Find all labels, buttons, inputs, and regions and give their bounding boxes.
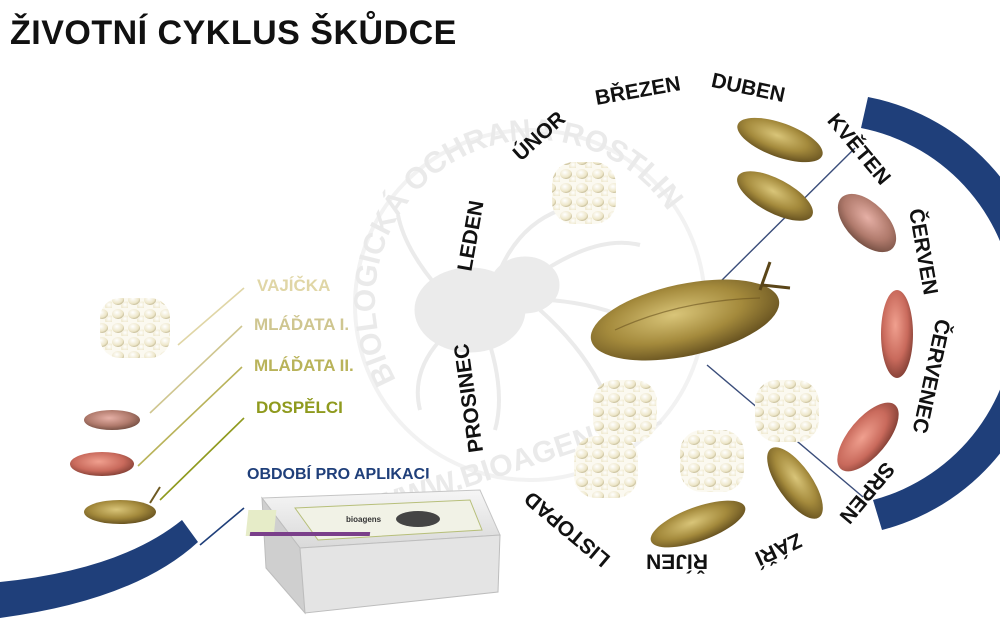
month-label-3: BŘEZEN (593, 71, 682, 110)
product-box: bioagens (245, 489, 501, 615)
legend-label-eggs: VAJÍČKA (257, 276, 331, 295)
adult-slug-may-2 (737, 171, 813, 221)
month-label-12: PROSINEC (450, 342, 488, 454)
month-label-11: LISTOPAD (520, 486, 615, 571)
month-label-1: LEDEN (454, 199, 489, 273)
legend-eggs-icon (100, 298, 170, 358)
legend-label-young-1: MLÁĎATA I. (254, 315, 350, 334)
egg-cluster-autumn-1 (593, 380, 657, 442)
watermark: BIOLOGICKÁ OCHRANA ROSTLIN WWW.BIOAGENS.… (281, 46, 707, 523)
adult-slug-may-1 (737, 117, 823, 163)
legend-label-application: OBDOBÍ PRO APLIKACI (247, 466, 430, 483)
legend-label-young-2: MLÁĎATA II. (254, 356, 354, 375)
month-label-4: DUBEN (709, 69, 787, 107)
legend-label-adults: DOSPĚLCI (256, 398, 343, 417)
month-label-10: ŘÍJEN (646, 549, 708, 573)
juvenile-slug-june (837, 193, 897, 253)
legend-lines (137, 287, 245, 546)
egg-cluster-autumn-2 (574, 436, 638, 498)
legend-young2-icon (70, 452, 134, 476)
page-title: ŽIVOTNÍ CYKLUS ŠKŮDCE (10, 14, 457, 52)
legend-adult-icon (84, 486, 161, 524)
legend-application-band (0, 520, 198, 618)
juvenile-slug-august (837, 402, 899, 472)
adult-slug-october (650, 500, 746, 548)
juvenile-slug-july (881, 290, 913, 378)
central-adult-slug (590, 261, 791, 361)
egg-clusters (552, 162, 819, 498)
month-label-9: ZÁŘÍ (750, 528, 806, 571)
legend-young1-icon (84, 410, 140, 430)
egg-cluster-autumn-4 (755, 380, 819, 442)
adult-slug-september (767, 447, 823, 519)
month-label-7: ČERVENEC (908, 317, 956, 436)
egg-cluster-winter (552, 162, 616, 224)
egg-cluster-autumn-3 (680, 430, 744, 492)
product-box-brand: bioagens (346, 515, 382, 524)
month-label-6: ČERVEN (904, 207, 943, 297)
